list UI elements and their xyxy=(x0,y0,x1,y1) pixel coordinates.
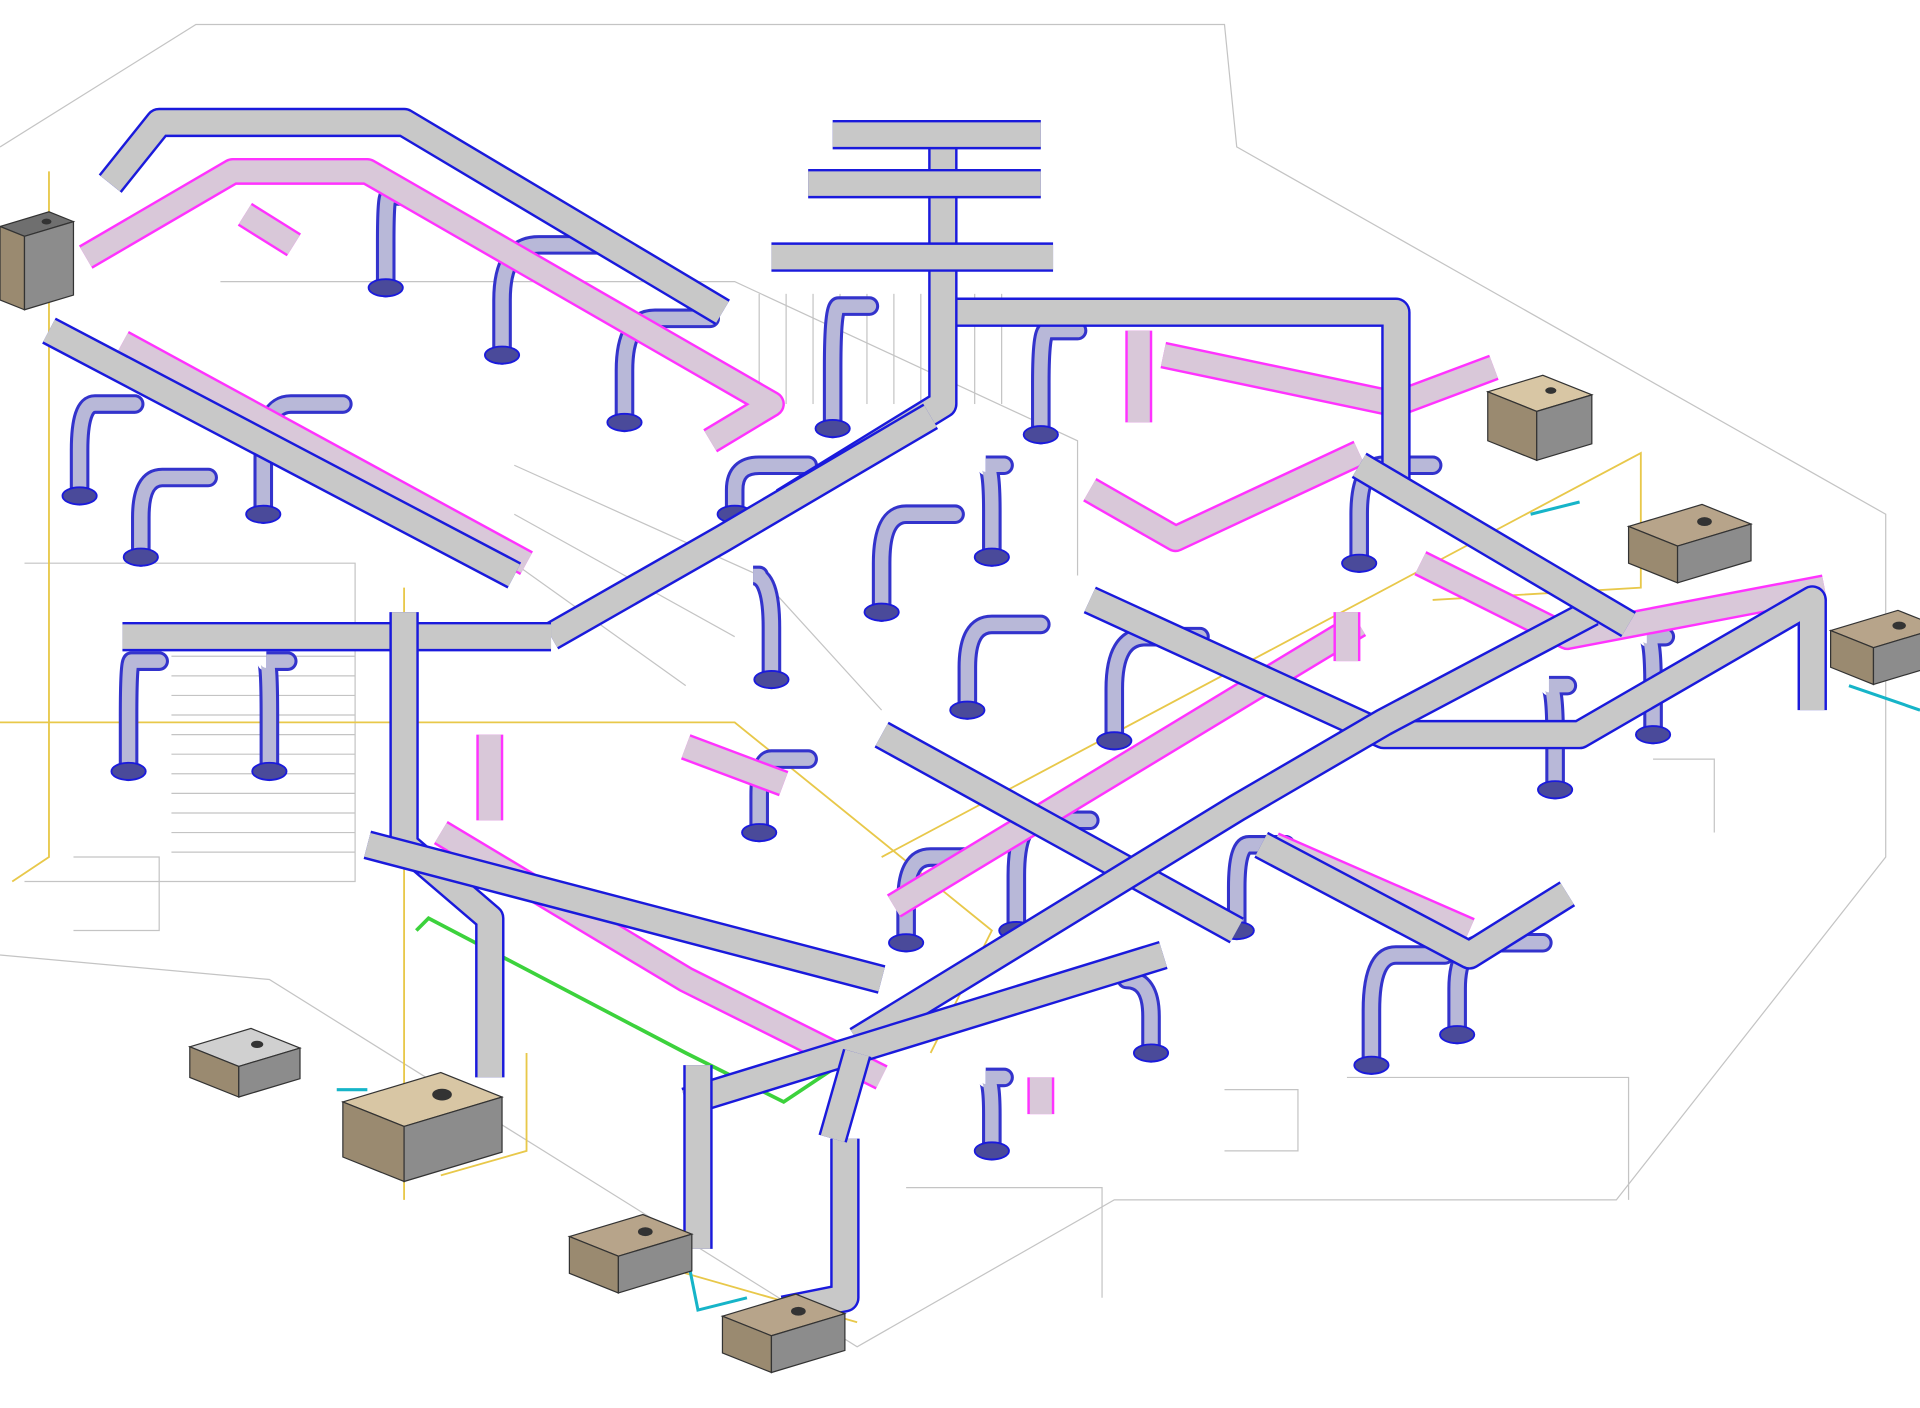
flex-duct xyxy=(72,397,142,503)
rooftop-unit-front xyxy=(403,1096,503,1183)
return-duct xyxy=(1160,344,1498,416)
condenser-fan-icon xyxy=(637,1227,653,1237)
wall-line xyxy=(1224,1089,1299,1152)
wall-line xyxy=(1653,758,1715,833)
ceiling-diffuser xyxy=(1341,553,1378,573)
rooftop-unit-front xyxy=(617,1233,693,1294)
ceiling-diffuser xyxy=(1537,780,1574,800)
supply-duct xyxy=(820,1049,869,1143)
condenser-fan-icon xyxy=(432,1088,452,1101)
flex-duct xyxy=(727,458,815,521)
ceiling-diffuser xyxy=(814,419,851,439)
condensate-line xyxy=(415,916,859,1105)
supply-duct xyxy=(682,943,1167,1114)
return-duct xyxy=(239,204,300,255)
ceiling-diffuser xyxy=(1022,425,1059,445)
return-duct xyxy=(888,614,1365,916)
flex-duct xyxy=(874,507,962,619)
supply-duct xyxy=(1352,454,1635,635)
ceiling-diffuser xyxy=(1353,1055,1390,1075)
electrical-line xyxy=(11,171,50,883)
ceiling-diffuser xyxy=(122,547,159,567)
refrigerant-line xyxy=(1530,500,1580,516)
flex-duct xyxy=(981,1070,1011,1158)
wall-line xyxy=(906,1187,1103,1298)
flex-duct xyxy=(1230,838,1293,938)
ceiling-diffuser xyxy=(973,1141,1010,1161)
flex-duct xyxy=(751,568,779,687)
rooftop-unit-side xyxy=(0,225,26,311)
rooftop-unit-front xyxy=(1872,633,1920,686)
ceiling-diffuser xyxy=(1439,1025,1476,1045)
supply-duct xyxy=(1255,833,1574,968)
flex-duct xyxy=(960,617,1048,717)
supply-duct xyxy=(1084,587,1825,747)
return-duct xyxy=(117,333,532,573)
rooftop-unit-front xyxy=(1536,394,1593,462)
ceiling-diffuser xyxy=(1132,1043,1170,1063)
wall-line xyxy=(1346,1076,1630,1200)
condenser-fan-icon xyxy=(1697,517,1712,526)
rooftop-unit-front xyxy=(770,1312,846,1374)
equipment-box-front xyxy=(238,1047,301,1098)
ceiling-diffuser xyxy=(741,823,778,843)
return-duct xyxy=(1084,443,1364,550)
flex-duct xyxy=(1364,948,1452,1072)
ceiling-diffuser xyxy=(606,412,643,432)
ceiling-diffuser xyxy=(483,345,521,365)
wall-line xyxy=(513,513,735,638)
ceiling-diffuser xyxy=(367,278,404,298)
ceiling-diffuser xyxy=(949,700,986,720)
supply-duct xyxy=(100,110,729,323)
ceiling-diffuser xyxy=(1096,731,1133,751)
refrigerant-line xyxy=(1848,684,1920,712)
ceiling-diffuser xyxy=(61,486,98,506)
refrigerant-line xyxy=(684,1248,748,1312)
supply-ducts xyxy=(42,107,1827,1325)
ceiling-diffuser xyxy=(251,761,288,781)
flex-duct xyxy=(1034,323,1085,442)
ceiling-diffuser xyxy=(110,761,147,781)
condenser-fan-icon xyxy=(1892,621,1906,630)
supply-duct xyxy=(391,612,503,1078)
flex-duct xyxy=(134,470,215,564)
supply-duct xyxy=(930,299,1409,490)
supply-duct-outline xyxy=(98,107,730,325)
ceiling-diffuser xyxy=(753,670,790,690)
supply-duct xyxy=(781,1138,858,1323)
ceiling-diffuser xyxy=(888,933,925,953)
condenser-fan-icon xyxy=(41,218,52,225)
rooftop-units xyxy=(0,211,1920,1374)
wall-line xyxy=(220,280,1079,576)
condenser-fan-icon xyxy=(251,1040,264,1049)
ceiling-diffuser xyxy=(1635,725,1672,745)
flex-duct xyxy=(825,299,877,436)
ceiling-diffuser xyxy=(973,547,1010,567)
flex-duct xyxy=(121,654,166,779)
condenser-fan-icon xyxy=(1545,387,1557,394)
condenser-fan-icon xyxy=(791,1306,806,1316)
wall-line xyxy=(514,464,883,711)
wall-line xyxy=(73,856,160,932)
supply-duct xyxy=(364,832,885,992)
flex-duct xyxy=(259,654,295,779)
ceiling-diffuser xyxy=(863,602,900,622)
ceiling-diffuser xyxy=(245,504,282,524)
supply-duct xyxy=(850,601,1598,1052)
return-duct xyxy=(681,736,788,794)
rooftop-unit-front xyxy=(23,220,75,311)
electrical-line xyxy=(881,451,1642,858)
supply-duct xyxy=(43,319,520,587)
electrical-line xyxy=(440,1052,528,1177)
flex-duct xyxy=(1119,972,1158,1060)
supply-duct xyxy=(875,723,1243,942)
rooftop-unit-front xyxy=(1676,523,1752,584)
return-duct xyxy=(80,160,783,451)
electrical-lines xyxy=(0,171,1920,1324)
supply-duct xyxy=(544,405,937,648)
flex-duct xyxy=(981,458,1011,564)
